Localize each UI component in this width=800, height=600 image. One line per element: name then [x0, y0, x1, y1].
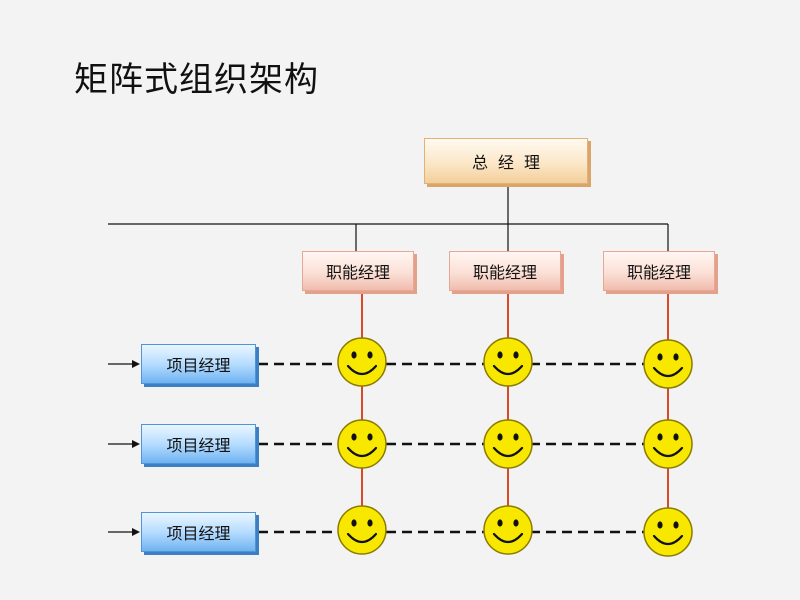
arrow-right-icon	[108, 528, 140, 536]
functional-manager-box-3: 职能经理	[603, 251, 715, 291]
smiley-face-icon	[336, 418, 388, 470]
smiley-face-icon	[482, 504, 534, 556]
smiley-face-icon	[336, 504, 388, 556]
smiley-face-icon	[642, 506, 694, 558]
project-manager-box-1: 项目经理	[141, 344, 256, 384]
smiley-face-icon	[336, 336, 388, 388]
smiley-face-icon	[482, 336, 534, 388]
page-title: 矩阵式组织架构	[74, 60, 319, 100]
smiley-face-icon	[482, 418, 534, 470]
project-manager-box-3: 项目经理	[141, 512, 256, 552]
smiley-face-icon	[642, 418, 694, 470]
smiley-face-icon	[642, 338, 694, 390]
functional-manager-box-2: 职能经理	[449, 251, 561, 291]
arrow-right-icon	[108, 360, 140, 368]
arrow-right-icon	[108, 440, 140, 448]
functional-manager-box-1: 职能经理	[302, 251, 414, 291]
project-manager-box-2: 项目经理	[141, 424, 256, 464]
ceo-box: 总经理	[424, 138, 588, 184]
